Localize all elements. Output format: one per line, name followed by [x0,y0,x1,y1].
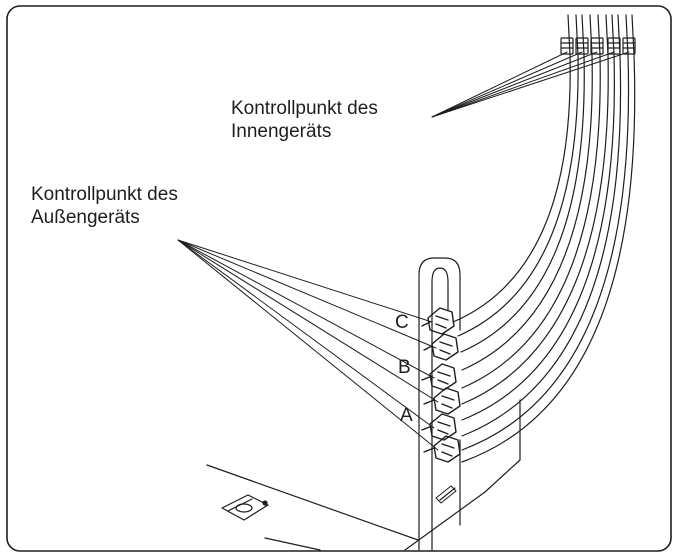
indoor-label-line2: Innengeräts [231,121,332,142]
indoor-leader-lines [431,51,630,118]
valve-pair-a [421,413,461,463]
valve-label-a: A [400,405,413,426]
indoor-check-point-label: Kontrollpunkt des Innengeräts [231,97,378,143]
pipe-bundle [452,14,636,463]
outdoor-check-point-label: Kontrollpunkt des Außengeräts [31,183,178,229]
outdoor-unit-right-edge [404,459,521,551]
valve-label-c: C [395,312,409,333]
outdoor-label-line1: Kontrollpunkt des [31,184,178,205]
outdoor-unit-bottom-edge [264,537,321,551]
outdoor-label-line2: Außengeräts [31,207,140,228]
indoor-connection-nuts [560,37,636,55]
mounting-foot [221,494,269,521]
valve-label-b: B [398,357,411,378]
valve-pair-b [421,363,461,415]
outdoor-leader-lines [177,239,439,451]
drawing-frame [6,5,672,552]
outdoor-unit-top-edge [206,464,419,541]
valve-pair-c [421,307,459,361]
indoor-label-line1: Kontrollpunkt des [231,98,378,119]
service-valves [421,307,461,463]
